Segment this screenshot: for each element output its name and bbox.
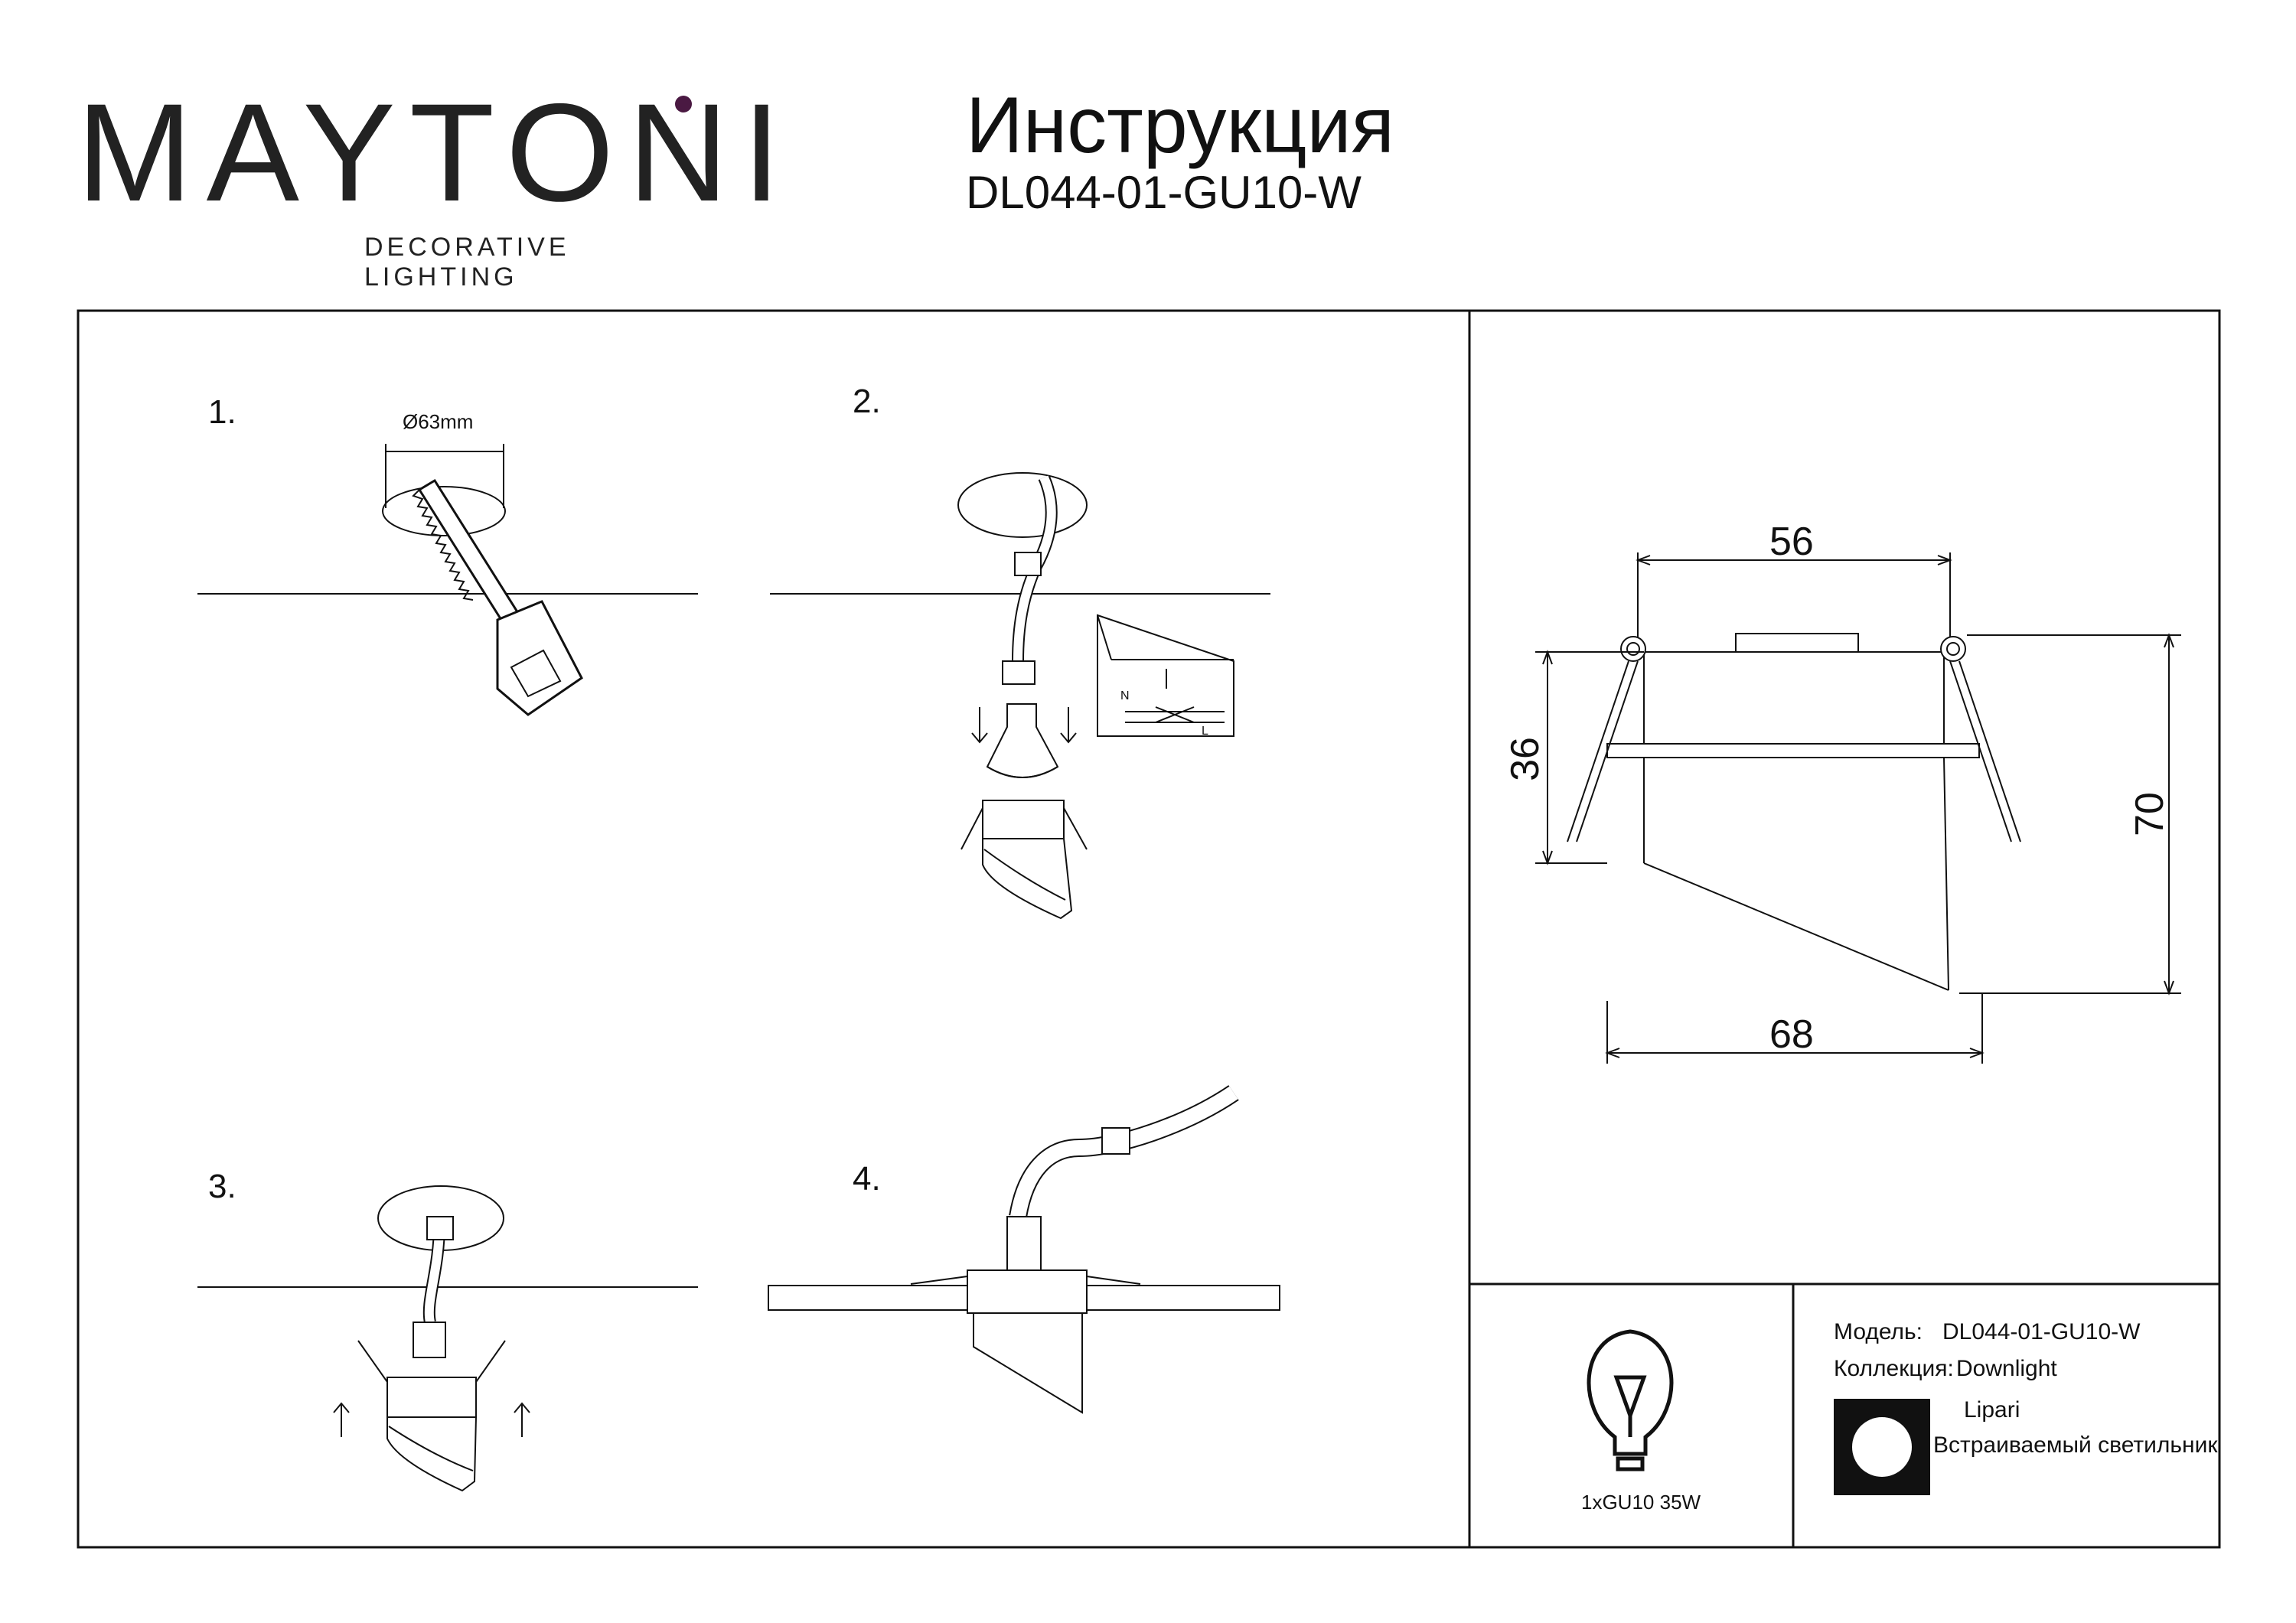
inset-label-n: N (1120, 689, 1130, 702)
step-3-number: 3. (208, 1168, 236, 1205)
brand-tagline: DECORATIVE LIGHTING (364, 233, 570, 292)
step-2-number: 2. (853, 383, 881, 420)
dimension-drawing (1535, 552, 2181, 1064)
step-1-number: 1. (208, 393, 236, 431)
fixture-type: Встраиваемый светильник (1933, 1432, 2218, 1458)
dim-bottom-width: 68 (1769, 1012, 1814, 1057)
dim-top-width: 56 (1769, 520, 1814, 564)
collection-label: Коллекция: (1834, 1356, 1954, 1381)
collection-value: Downlight (1956, 1356, 2057, 1381)
dim-body-height: 36 (1502, 737, 1548, 781)
color-swatch-icon (1834, 1399, 1930, 1495)
dim-total-height: 70 (2127, 792, 2172, 836)
step-1-hole-size: Ø63mm (403, 410, 474, 433)
brand-name: MAYTONI (77, 74, 795, 230)
step-2-drawing (770, 472, 1270, 920)
series-name: Lipari (1964, 1397, 2020, 1423)
brand-logo: MAYTONI DECORATIVE LIGHTING (77, 83, 781, 292)
page-title: Инструкция (966, 81, 1394, 170)
inset-label-l: L (1202, 725, 1208, 738)
sheet-frame (77, 309, 2221, 1549)
brand-accent-dot (675, 96, 692, 112)
model-value: DL044-01-GU10-W (1942, 1319, 2141, 1344)
bulb-icon (1587, 1329, 1674, 1471)
model-label: Модель: (1834, 1319, 1923, 1344)
model-code: DL044-01-GU10-W (966, 167, 1362, 218)
step-4-number: 4. (853, 1160, 881, 1198)
step-4-drawing (768, 1085, 1280, 1414)
step-1-drawing (197, 444, 698, 716)
lamp-spec: 1xGU10 35W (1581, 1491, 1701, 1514)
step-3-drawing (197, 1185, 698, 1492)
